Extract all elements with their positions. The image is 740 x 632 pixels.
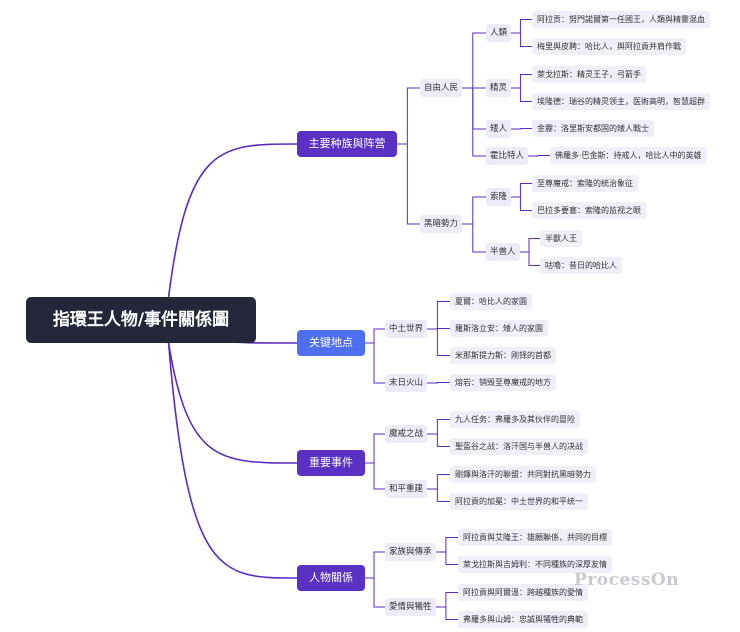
leaf-node[interactable]: 埃隆德：瑞谷的精灵领主，医術高明，智慧超群 bbox=[532, 93, 710, 110]
connector-line bbox=[511, 196, 532, 211]
branch-relations[interactable]: 人物關係 bbox=[297, 565, 365, 591]
connector-line bbox=[427, 328, 450, 356]
leaf-node[interactable]: 阿拉貢與艾隆王：雄願聯係，共同的目標 bbox=[458, 529, 612, 546]
subbranch-ring-war[interactable]: 魔戒之战 bbox=[385, 425, 428, 443]
connector-line bbox=[427, 301, 450, 330]
connector-line bbox=[397, 143, 420, 225]
branch-events[interactable]: 重要事件 bbox=[297, 450, 365, 476]
connector-line bbox=[462, 87, 486, 157]
group-hobbits[interactable]: 霍比特人 bbox=[486, 147, 529, 165]
connector-line bbox=[365, 551, 385, 579]
connector-line bbox=[436, 606, 458, 620]
subbranch-free-peoples[interactable]: 自由人民 bbox=[420, 79, 463, 97]
branch-locations[interactable]: 关键地点 bbox=[297, 330, 365, 356]
connector-line bbox=[462, 87, 486, 130]
connector-line bbox=[427, 474, 450, 490]
leaf-node[interactable]: 羅斯洛立安：矮人的家園 bbox=[450, 320, 548, 337]
leaf-node[interactable]: 梅里與皮聘：哈比人，與阿拉貢并肩作戰 bbox=[532, 38, 686, 55]
connector-line bbox=[365, 328, 385, 344]
connector-line bbox=[436, 592, 458, 608]
connector-line bbox=[511, 19, 532, 34]
connector-line bbox=[462, 32, 486, 89]
leaf-node[interactable]: 萊戈拉斯：精灵王子，弓箭手 bbox=[532, 66, 646, 83]
leaf-node[interactable]: 至尊魔戒：索隆的統治象征 bbox=[532, 175, 638, 192]
leaf-node[interactable]: 弗羅多與山姆：忠誠與犧牲的典範 bbox=[458, 611, 588, 628]
connector-line bbox=[427, 382, 450, 384]
connector-line bbox=[167, 143, 298, 298]
connector-line bbox=[365, 433, 385, 464]
connector-line bbox=[511, 87, 532, 102]
group-sauron[interactable]: 索隆 bbox=[486, 188, 512, 206]
connector-line bbox=[511, 128, 532, 130]
leaf-node[interactable]: 阿拉贡：努門諾爾第一任國王，人類與精靈混血 bbox=[532, 11, 710, 28]
watermark: ProcessOn bbox=[574, 570, 680, 590]
connector-line bbox=[528, 155, 550, 157]
group-humans[interactable]: 人類 bbox=[486, 24, 512, 42]
leaf-node[interactable]: 阿拉貢的加冕：中土世界的和平统一 bbox=[450, 493, 588, 510]
connector-line bbox=[365, 577, 385, 608]
connector-line bbox=[167, 342, 298, 579]
leaf-node[interactable]: 金靂：洛里斯安都固的矮人戰士 bbox=[532, 120, 654, 137]
leaf-node[interactable]: 米那斯提力斯：刚铎的首都 bbox=[450, 347, 556, 364]
connector-line bbox=[427, 419, 450, 435]
leaf-node[interactable]: 半獸人王 bbox=[540, 230, 582, 247]
subbranch-love[interactable]: 愛情與犧牲 bbox=[385, 598, 436, 616]
subbranch-family[interactable]: 家族與傳承 bbox=[385, 543, 436, 561]
connector-line bbox=[167, 342, 298, 464]
group-orcs[interactable]: 半兽人 bbox=[486, 243, 520, 261]
connector-line bbox=[462, 223, 486, 253]
group-dwarves[interactable]: 矮人 bbox=[486, 120, 512, 138]
connector-line bbox=[511, 32, 532, 47]
subbranch-middle-earth[interactable]: 中土世界 bbox=[385, 320, 428, 338]
connector-line bbox=[520, 251, 540, 266]
subbranch-dark-forces[interactable]: 黑暗勢力 bbox=[420, 215, 463, 233]
leaf-node[interactable]: 剛鐸與洛汗的聯盟：共同對抗黑暗勢力 bbox=[450, 466, 596, 483]
branch-factions[interactable]: 主要种族與阵营 bbox=[297, 131, 397, 157]
leaf-node[interactable]: 九人任务：弗羅多及其伙伴的冒险 bbox=[450, 411, 580, 428]
connector-line bbox=[462, 196, 486, 225]
leaf-node[interactable]: 巴拉多要塞：索隆的监视之眼 bbox=[532, 202, 646, 219]
subbranch-peace[interactable]: 和平重建 bbox=[385, 480, 428, 498]
connector-line bbox=[511, 183, 532, 198]
connector-line bbox=[427, 433, 450, 447]
leaf-node[interactable]: 佛羅多·巴金斯：持戒人，哈比人中的英雄 bbox=[550, 147, 707, 164]
leaf-node[interactable]: 萊戈拉斯與吉姆利：不同種族的深厚友情 bbox=[458, 556, 612, 573]
leaf-node[interactable]: 阿拉貢與阿爾溫：跨越種族的愛情 bbox=[458, 584, 588, 601]
connector-line bbox=[365, 342, 385, 384]
leaf-node[interactable]: 夏爾：哈比人的家園 bbox=[450, 293, 532, 310]
connector-line bbox=[436, 551, 458, 565]
leaf-node[interactable]: 咕嚕：昔日的哈比人 bbox=[540, 257, 622, 274]
root-node[interactable]: 指環王人物/事件關係圖 bbox=[26, 297, 256, 343]
leaf-node[interactable]: 聖盔谷之战：洛汗国与半兽人的决战 bbox=[450, 438, 588, 455]
connector-line bbox=[520, 238, 540, 253]
subbranch-mount-doom[interactable]: 末日火山 bbox=[385, 374, 428, 392]
connector-line bbox=[436, 537, 458, 553]
connector-line bbox=[397, 87, 420, 145]
connector-line bbox=[365, 462, 385, 490]
connector-line bbox=[427, 488, 450, 502]
leaf-node[interactable]: 熔岩：销毁至尊魔戒的地方 bbox=[450, 374, 556, 391]
connector-line bbox=[511, 74, 532, 89]
group-elves[interactable]: 精灵 bbox=[486, 79, 512, 97]
